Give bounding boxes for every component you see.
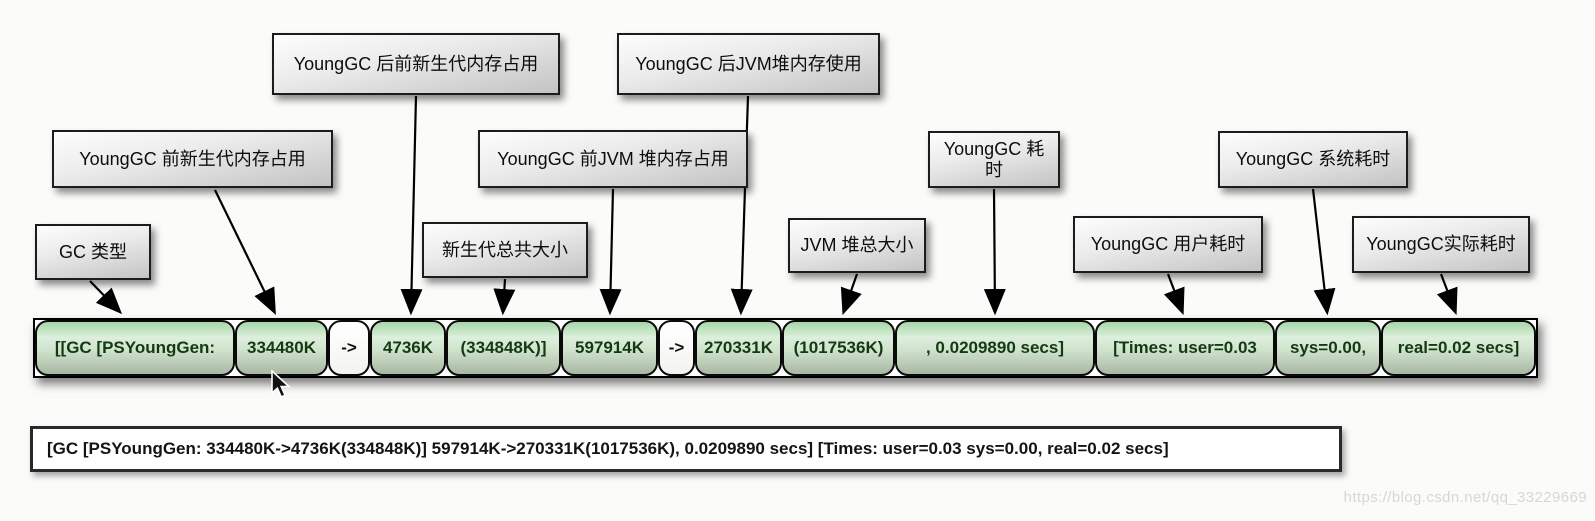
- watermark-url: https://blog.csdn.net/qq_33229669: [1343, 489, 1587, 506]
- gc-log-segment-row: [[GC [PSYoungGen: 334480K -> 4736K (3348…: [33, 318, 1538, 378]
- label-jvm-heap-total-size: JVM 堆总大小: [788, 218, 926, 273]
- segment-young-before: 334480K: [235, 320, 328, 376]
- segment-gc-duration: , 0.0209890 secs]: [895, 320, 1095, 376]
- label-young-gen-total-size: 新生代总共大小: [422, 222, 588, 278]
- label-younggc-duration: YoungGC 耗时: [928, 131, 1060, 188]
- label-gc-type: GC 类型: [35, 224, 151, 280]
- segment-gc-type: [[GC [PSYoungGen:: [35, 320, 235, 376]
- label-younggc-post-jvm-heap-usage: YoungGC 后JVM堆内存使用: [617, 33, 880, 95]
- label-younggc-user-time: YoungGC 用户耗时: [1073, 216, 1263, 273]
- label-younggc-pre-young-gen-usage: YoungGC 前新生代内存占用: [52, 130, 333, 188]
- segment-arrow-young: ->: [328, 320, 370, 376]
- raw-gc-log-text: [GC [PSYoungGen: 334480K->4736K(334848K)…: [47, 439, 1169, 458]
- segment-times-user: [Times: user=0.03: [1095, 320, 1275, 376]
- label-younggc-real-time: YoungGC实际耗时: [1352, 216, 1530, 273]
- segment-heap-after: 270331K: [695, 320, 782, 376]
- segment-young-total: (334848K)]: [446, 320, 561, 376]
- segment-heap-total: (1017536K): [782, 320, 895, 376]
- label-younggc-post-young-gen-usage: YoungGC 后前新生代内存占用: [272, 33, 560, 95]
- mouse-cursor-icon: [271, 370, 292, 399]
- segment-times-real: real=0.02 secs]: [1381, 320, 1536, 376]
- segment-heap-before: 597914K: [561, 320, 658, 376]
- label-younggc-sys-time: YoungGC 系统耗时: [1218, 131, 1408, 188]
- segment-arrow-heap: ->: [658, 320, 695, 376]
- raw-gc-log-line: [GC [PSYoungGen: 334480K->4736K(334848K)…: [30, 426, 1342, 472]
- segment-times-sys: sys=0.00,: [1275, 320, 1381, 376]
- segment-young-after: 4736K: [370, 320, 446, 376]
- label-younggc-pre-jvm-heap-usage: YoungGC 前JVM 堆内存占用: [478, 130, 748, 188]
